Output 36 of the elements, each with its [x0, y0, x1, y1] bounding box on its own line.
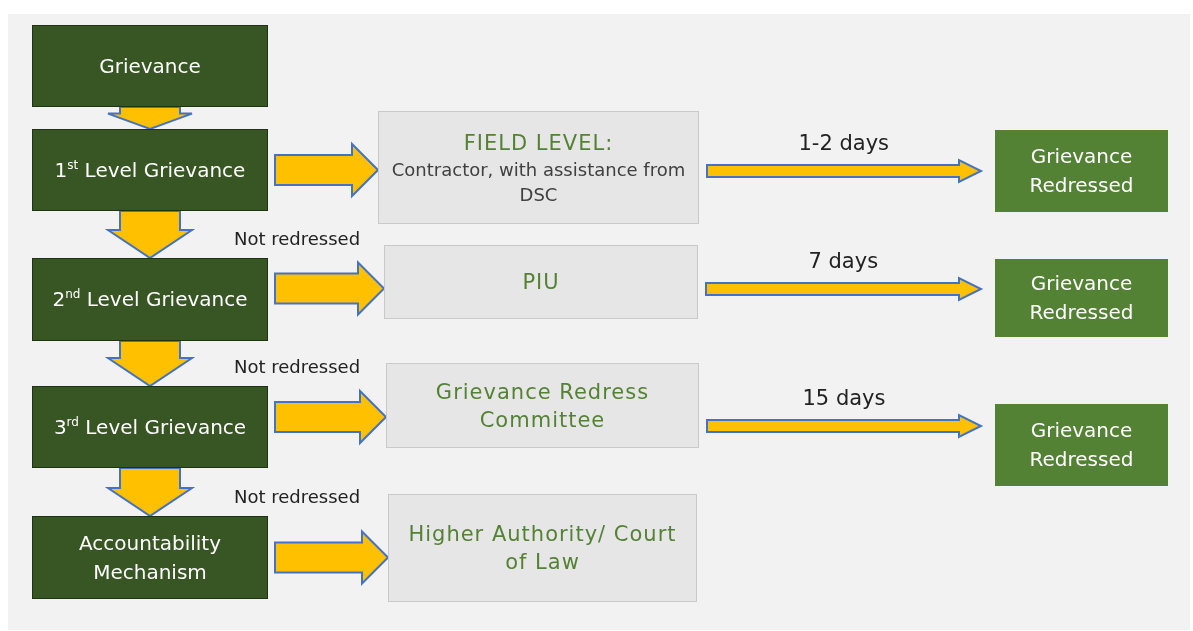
node-label: FIELD LEVEL:	[462, 129, 615, 157]
node-label: Higher Authority/ Court of Law	[407, 521, 678, 576]
node-label: Grievance Redressed	[1028, 143, 1135, 199]
arrow	[104, 340, 196, 388]
node-label: PIU	[521, 269, 561, 296]
node-label: Grievance Redressed	[1028, 417, 1135, 473]
stage-box	[378, 111, 699, 224]
arrow	[104, 467, 196, 518]
outcome-box	[995, 404, 1168, 486]
arrow	[705, 276, 984, 302]
arrow	[274, 529, 390, 586]
arrow	[104, 210, 196, 260]
node-label: 2$^{nd}$ Level Grievance	[51, 286, 249, 313]
arrow	[706, 158, 984, 184]
process-box	[32, 516, 268, 599]
process-box	[32, 258, 268, 341]
node-label: 3$^{rd}$ Level Grievance	[52, 413, 248, 441]
process-box	[32, 129, 268, 211]
node-label: Accountability Mechanism	[77, 529, 223, 586]
arrow	[274, 141, 380, 199]
stage-box	[384, 245, 698, 319]
process-box	[32, 386, 268, 468]
node-label: 1$^{st}$ Level Grievance	[53, 156, 247, 184]
stage-box	[386, 363, 699, 448]
outcome-box	[995, 259, 1168, 337]
arrow	[706, 413, 984, 439]
node-label: Grievance Redress Committee	[434, 378, 651, 434]
outcome-box	[995, 130, 1168, 212]
process-box	[32, 25, 268, 107]
node-label: Grievance	[98, 52, 202, 80]
arrow	[274, 388, 388, 446]
body-text: Contractor, with assistance from DSC	[390, 157, 687, 207]
arrow	[107, 106, 193, 131]
stage-box	[388, 494, 697, 602]
node-label: Grievance Redressed	[1028, 270, 1135, 326]
arrow	[274, 260, 386, 317]
